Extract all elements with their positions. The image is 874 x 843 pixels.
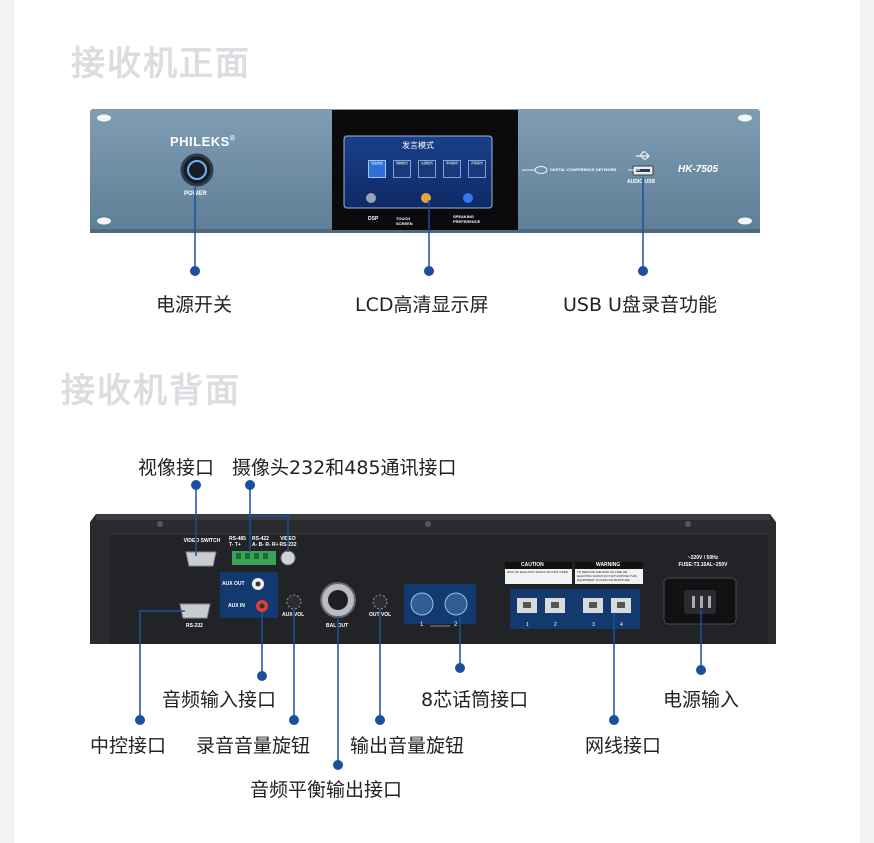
power-rating-label: ~220V / 50Hz (687, 555, 719, 561)
fuse-label: FUSE:T3.15AL~250V (678, 562, 728, 568)
video-switch-label: VIDEO SWITCH (183, 538, 221, 544)
front-callout-lines (190, 177, 648, 276)
screen-bottom-dsp: DSP (368, 216, 379, 222)
aux-out-label: AUX OUT (222, 581, 245, 587)
screen-tile-apply[interactable]: 申请模式 (443, 160, 461, 178)
screen-bottom-touch: TOUCH SCREEN (396, 216, 413, 226)
screen-tiles: 自由发言 限制模式 主席模式 申请模式 声控模式 (368, 160, 486, 178)
callout-power-switch: 电源开关 (156, 294, 233, 316)
aux-in-label: AUX IN (228, 603, 245, 609)
warning-title: WARNING (596, 562, 621, 568)
network-label: DIGITAL CONFERENCE NETWORK (550, 167, 617, 172)
net-port-1-label: 1 (526, 622, 529, 628)
power-button-icon[interactable] (180, 153, 214, 187)
usb-symbol-icon (636, 151, 650, 160)
screen-title: 发言模式 (402, 141, 434, 150)
screen-tile-voice[interactable]: 声控模式 (468, 160, 486, 178)
callout-output-volume: 输出音量旋钮 (350, 735, 465, 757)
callout-camera-comm-port: 摄像头232和485通讯接口 (232, 457, 457, 479)
callout-lcd-screen: LCD高清显示屏 (355, 294, 489, 316)
caution-title: CAUTION (521, 562, 544, 568)
front-section-title: 接收机正面 (71, 44, 251, 84)
net-port-2-label: 2 (554, 622, 557, 628)
screen-tile-chair[interactable]: 主席模式 (418, 160, 436, 178)
callout-network-port: 网线接口 (585, 735, 662, 757)
callout-balanced-output: 音频平衡输出接口 (250, 779, 403, 801)
screen-tile-free[interactable]: 自由发言 (368, 160, 386, 178)
callout-mic-8pin: 8芯话筒接口 (421, 689, 529, 711)
screen-tile-limit[interactable]: 限制模式 (393, 160, 411, 178)
video-switch-port-icon[interactable] (185, 551, 217, 567)
mic-port-1-icon[interactable] (410, 592, 434, 616)
screen-home-icon[interactable] (421, 193, 431, 203)
callout-power-input: 电源输入 (663, 689, 740, 711)
caution-text: RISK OF ELECTRIC SHOCK DO NOT OPEN (507, 570, 568, 574)
mic-port-1-label: 1 (420, 622, 424, 628)
screen-prev-icon[interactable] (366, 193, 376, 203)
callout-audio-input: 音频输入接口 (162, 689, 277, 711)
mic-port-2-icon[interactable] (444, 592, 468, 616)
callout-usb-record: USB U盘录音功能 (563, 294, 717, 316)
rs232-port-icon[interactable] (179, 603, 211, 619)
rs232-label: RS-232 (186, 623, 203, 629)
network-logo-icon (534, 166, 548, 174)
callout-video-port: 视像接口 (138, 457, 215, 479)
out-vol-knob-icon[interactable] (372, 594, 388, 610)
callout-record-volume: 录音音量旋钮 (196, 735, 311, 757)
screen-bottom-speaking: SPEAKING PREFERENCE (453, 214, 481, 224)
callout-central-control: 中控接口 (90, 735, 167, 757)
aux-vol-label: AUX VOL (282, 612, 305, 618)
screen-next-icon[interactable] (463, 193, 473, 203)
back-section-title: 接收机背面 (61, 371, 241, 411)
warning-text: TO REDUCE THE RISK OF FIRE OR ELECTRIC S… (577, 570, 637, 582)
net-port-3-label: 3 (592, 622, 595, 628)
model-label: HK-7505 (678, 164, 719, 175)
aux-vol-knob-icon[interactable] (286, 594, 302, 610)
mic-port-2-label: 2 (454, 622, 458, 628)
bal-out-label: BAL OUT (326, 623, 349, 629)
net-port-4-label: 4 (620, 622, 623, 628)
audio-usb-label: AUDIO USB (627, 179, 656, 185)
brand-logo: PHILEKS® (170, 134, 236, 149)
